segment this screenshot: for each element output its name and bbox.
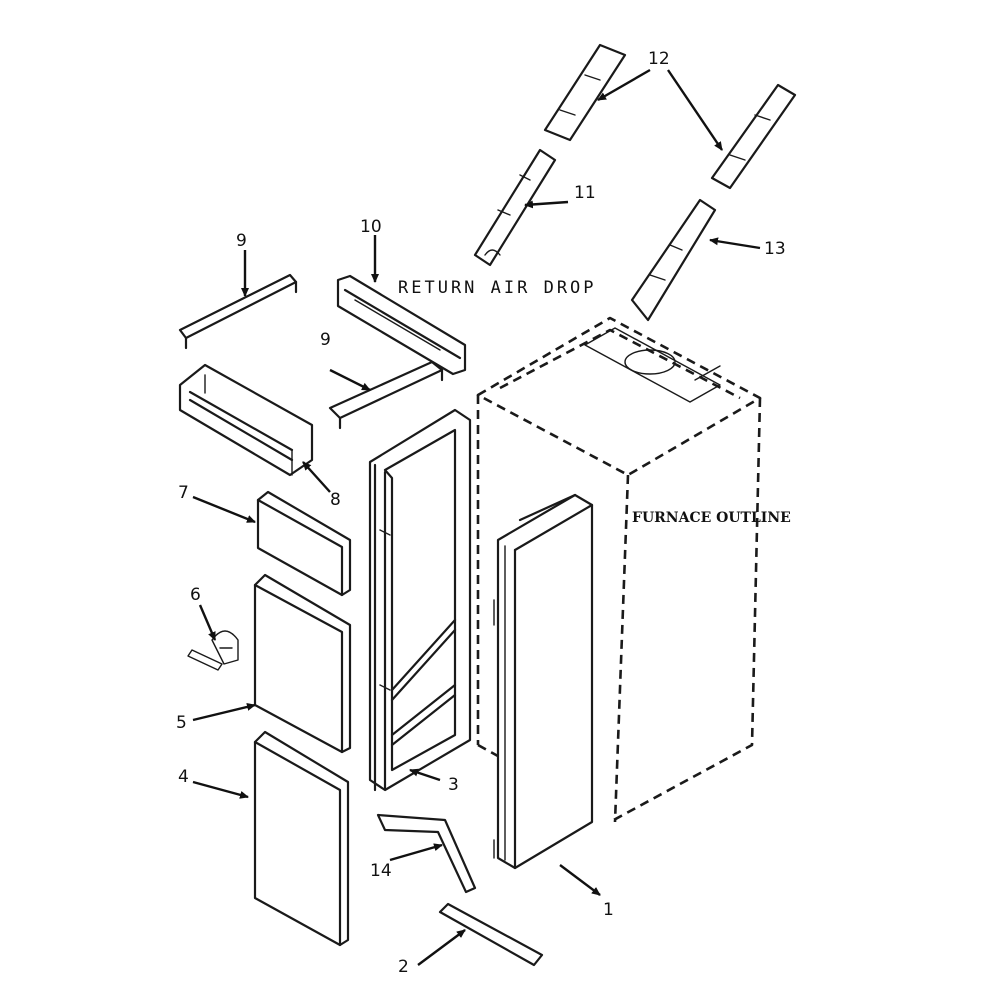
callout-6: 6 [190,585,201,605]
callout-3: 3 [448,775,459,795]
callout-1: 1 [603,900,614,920]
part-9-top-bar-right [328,360,444,430]
callout-4: 4 [178,767,189,787]
part-13-rail [630,198,717,322]
part-10-top-rail [336,274,467,376]
part-3-frame [368,408,472,792]
callout-9-right: 9 [320,330,331,350]
callout-12: 12 [648,49,670,69]
part-12-brackets [543,43,797,190]
leader-arrows [192,68,761,966]
furnace-outline-label: FURNACE OUTLINE [632,510,791,526]
callout-5: 5 [176,713,187,733]
part-4-lower-door [253,730,350,947]
callout-8: 8 [330,490,341,510]
callout-13: 13 [764,239,786,259]
part-5-upper-door [253,573,352,754]
callout-14: 14 [370,861,392,881]
part-14-angle-bracket [376,813,477,894]
part-2-rod [438,902,544,967]
callout-9-left: 9 [236,231,247,251]
return-air-drop-label: RETURN AIR DROP [398,278,597,298]
part-9-top-bar-left [178,273,298,350]
part-6-latch [187,630,239,671]
callout-11: 11 [574,183,596,203]
furnace-outline [476,316,762,824]
callout-7: 7 [178,483,189,503]
part-11-bracket [473,148,557,267]
part-1-side-panel [493,493,594,870]
callout-10: 10 [360,217,382,237]
part-7-small-panel [256,490,352,597]
callout-2: 2 [398,957,409,977]
part-8-channel [178,363,314,477]
